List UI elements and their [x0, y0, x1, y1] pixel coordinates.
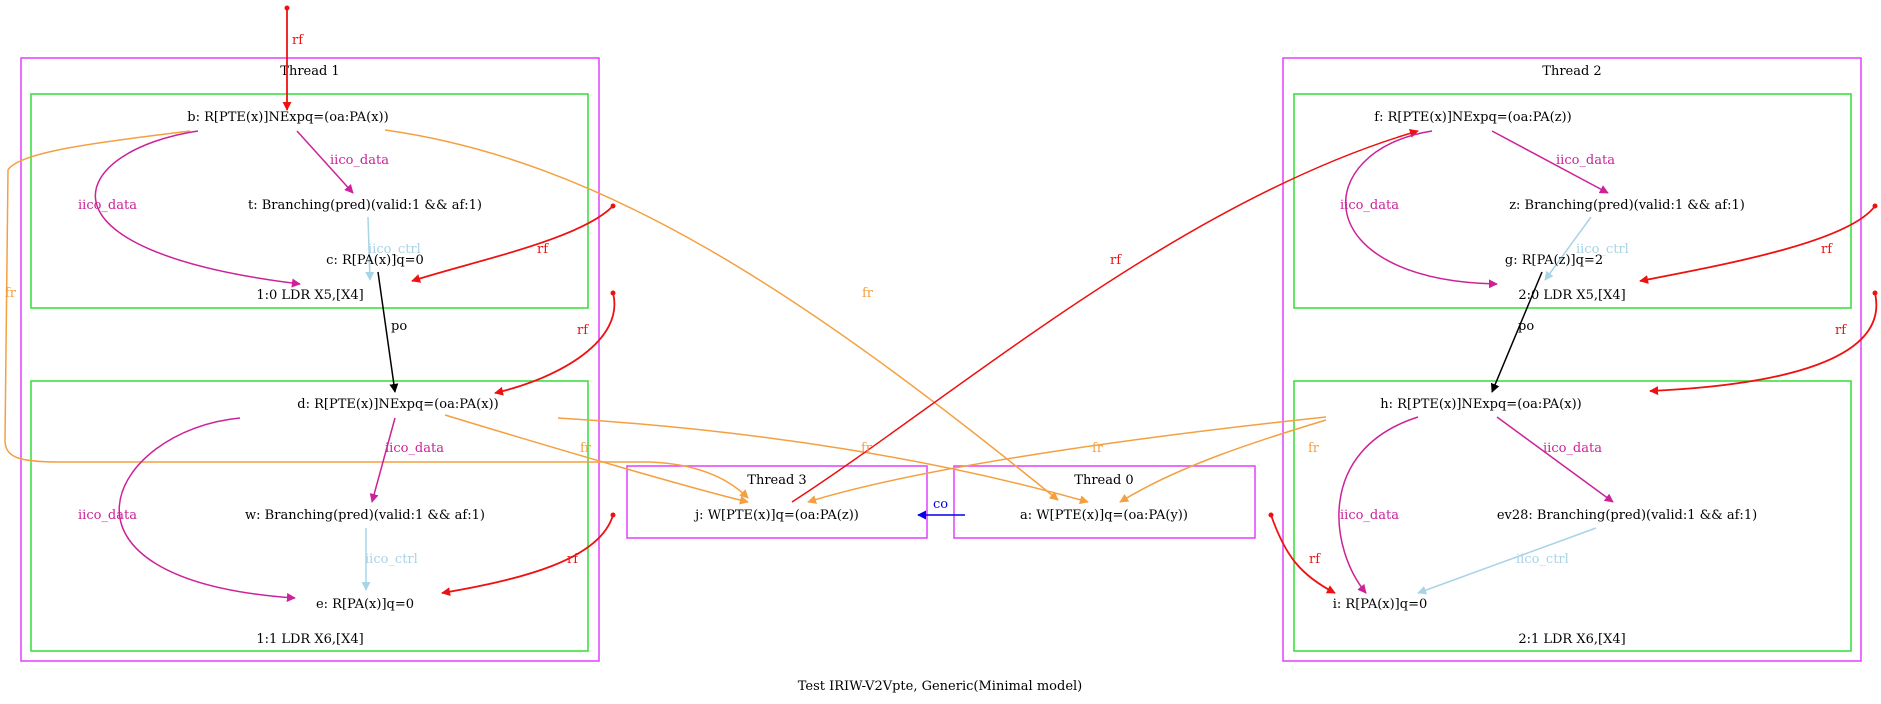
edge-data-f-z [1491, 130, 1609, 194]
edge-rf-init-i [1270, 514, 1336, 594]
label-fr-h-a: fr [1308, 441, 1320, 456]
label-data-b-c: iico_data [78, 198, 137, 213]
edge-rf-init-d [494, 292, 616, 396]
edge-data-b-t [296, 130, 354, 194]
event-t: t: Branching(pred)(valid:1 && af:1) [248, 198, 482, 213]
label-rf-j-f: rf [1110, 253, 1122, 268]
thread-3-cluster: Thread 3 [626, 465, 928, 539]
instr-2-1-label: 2:1 LDR X6,[X4] [1518, 632, 1625, 647]
label-rf-init-g: rf [1821, 242, 1833, 257]
label-ctrl-z-g: iico_ctrl [1576, 242, 1629, 257]
thread-1-label: Thread 1 [280, 64, 339, 79]
event-z: z: Branching(pred)(valid:1 && af:1) [1509, 198, 1745, 213]
edge-fr-d-a [557, 417, 1089, 505]
label-data-h-ev28: iico_data [1543, 441, 1602, 456]
label-rf-init-h: rf [1835, 323, 1847, 338]
label-data-b-t: iico_data [330, 153, 389, 168]
thread-0-border [953, 465, 1256, 539]
label-rf-init-d: rf [577, 323, 589, 338]
instr-1-0-border [30, 93, 589, 309]
instr-2-0-border [1293, 93, 1852, 309]
edge-fr-b-j [4, 130, 749, 499]
label-co-a-j: co [933, 497, 948, 512]
event-f: f: R[PTE(x)]NExpq=(oa:PA(z)) [1374, 110, 1571, 125]
edge-rf-j-f [791, 128, 1419, 503]
label-ctrl-t-c: iico_ctrl [368, 242, 421, 257]
label-fr-b-j: fr [5, 286, 17, 301]
label-po-g-h: po [1518, 319, 1534, 334]
edge-data-h-i [1338, 416, 1419, 594]
thread-2-border [1282, 57, 1862, 662]
event-d: d: R[PTE(x)]NExpq=(oa:PA(x)) [297, 397, 498, 412]
edge-data-d-e [118, 417, 296, 602]
edge-po-c-d [377, 271, 399, 393]
thread-0-label: Thread 0 [1074, 473, 1133, 488]
event-nodes: b: R[PTE(x)]NExpq=(oa:PA(x)) t: Branchin… [187, 110, 1757, 612]
label-fr-d-j: fr [580, 441, 592, 456]
edge-ctrl-z-g [1544, 216, 1592, 281]
edge-data-f-g [1344, 130, 1498, 289]
event-i: i: R[PA(x)]q=0 [1333, 597, 1428, 612]
thread-2-cluster: Thread 2 2:0 LDR X5,[X4] 2:1 LDR X6,[X4] [1282, 57, 1862, 662]
edges [4, 5, 1878, 602]
edge-data-b-c [94, 130, 301, 288]
edge-labels: rf rf rf rf rf rf rf rf fr fr fr fr fr f… [5, 33, 1847, 567]
edge-data-h-ev28 [1496, 416, 1614, 503]
label-fr-h-j: fr [1092, 441, 1104, 456]
edge-fr-b-a [384, 129, 1059, 501]
event-b: b: R[PTE(x)]NExpq=(oa:PA(x)) [187, 110, 388, 125]
label-data-h-i: iico_data [1340, 508, 1399, 523]
edge-ctrl-ev28-i [1417, 527, 1597, 595]
label-rf-init-b: rf [292, 33, 304, 48]
label-rf-init-c: rf [537, 242, 549, 257]
edge-po-g-h [1490, 271, 1543, 393]
event-ev28: ev28: Branching(pred)(valid:1 && af:1) [1497, 508, 1757, 523]
edge-rf-init-c [411, 205, 614, 283]
instr-1-1-label: 1:1 LDR X6,[X4] [256, 632, 363, 647]
thread-0-cluster: Thread 0 [953, 465, 1256, 539]
edge-data-d-w [369, 417, 396, 503]
thread-2-label: Thread 2 [1542, 64, 1601, 79]
thread-1-border [20, 57, 600, 662]
label-data-d-e: iico_data [78, 508, 137, 523]
event-c: c: R[PA(x)]q=0 [326, 253, 424, 268]
label-fr-d-a: fr [861, 441, 873, 456]
diagram-caption: Test IRIW-V2Vpte, Generic(Minimal model) [798, 679, 1083, 694]
event-j: j: W[PTE(x)]q=(oa:PA(z)) [693, 508, 859, 523]
label-data-f-g: iico_data [1340, 198, 1399, 213]
label-data-f-z: iico_data [1556, 153, 1615, 168]
instr-1-0-label: 1:0 LDR X5,[X4] [256, 288, 363, 303]
thread-1-cluster: Thread 1 1:0 LDR X5,[X4] 1:1 LDR X6,[X4] [20, 57, 600, 662]
event-h: h: R[PTE(x)]NExpq=(oa:PA(x)) [1380, 397, 1581, 412]
event-e: e: R[PA(x)]q=0 [316, 597, 414, 612]
label-ctrl-ev28-i: iico_ctrl [1516, 552, 1569, 567]
label-ctrl-w-e: iico_ctrl [365, 552, 418, 567]
instr-2-1-border [1293, 380, 1852, 652]
edge-rf-init-g [1639, 205, 1876, 284]
event-a: a: W[PTE(x)]q=(oa:PA(y)) [1020, 508, 1188, 523]
thread-3-border [626, 465, 928, 539]
label-data-d-w: iico_data [385, 441, 444, 456]
event-g: g: R[PA(z)]q=2 [1505, 253, 1603, 268]
edge-fr-h-a [1119, 419, 1327, 503]
thread-3-label: Thread 3 [747, 473, 806, 488]
edge-fr-d-j [444, 414, 749, 505]
label-fr-b-a: fr [862, 286, 874, 301]
label-rf-init-e: rf [567, 552, 579, 567]
edge-rf-init-e [441, 514, 614, 597]
edge-ctrl-t-c [365, 216, 375, 281]
instr-1-1-border [30, 380, 589, 652]
label-rf-init-i: rf [1309, 552, 1321, 567]
instr-2-0-label: 2:0 LDR X5,[X4] [1518, 288, 1625, 303]
edge-fr-h-j [807, 416, 1327, 504]
event-w: w: Branching(pred)(valid:1 && af:1) [245, 508, 485, 523]
edge-rf-init-h [1649, 292, 1878, 396]
label-po-c-d: po [391, 319, 407, 334]
